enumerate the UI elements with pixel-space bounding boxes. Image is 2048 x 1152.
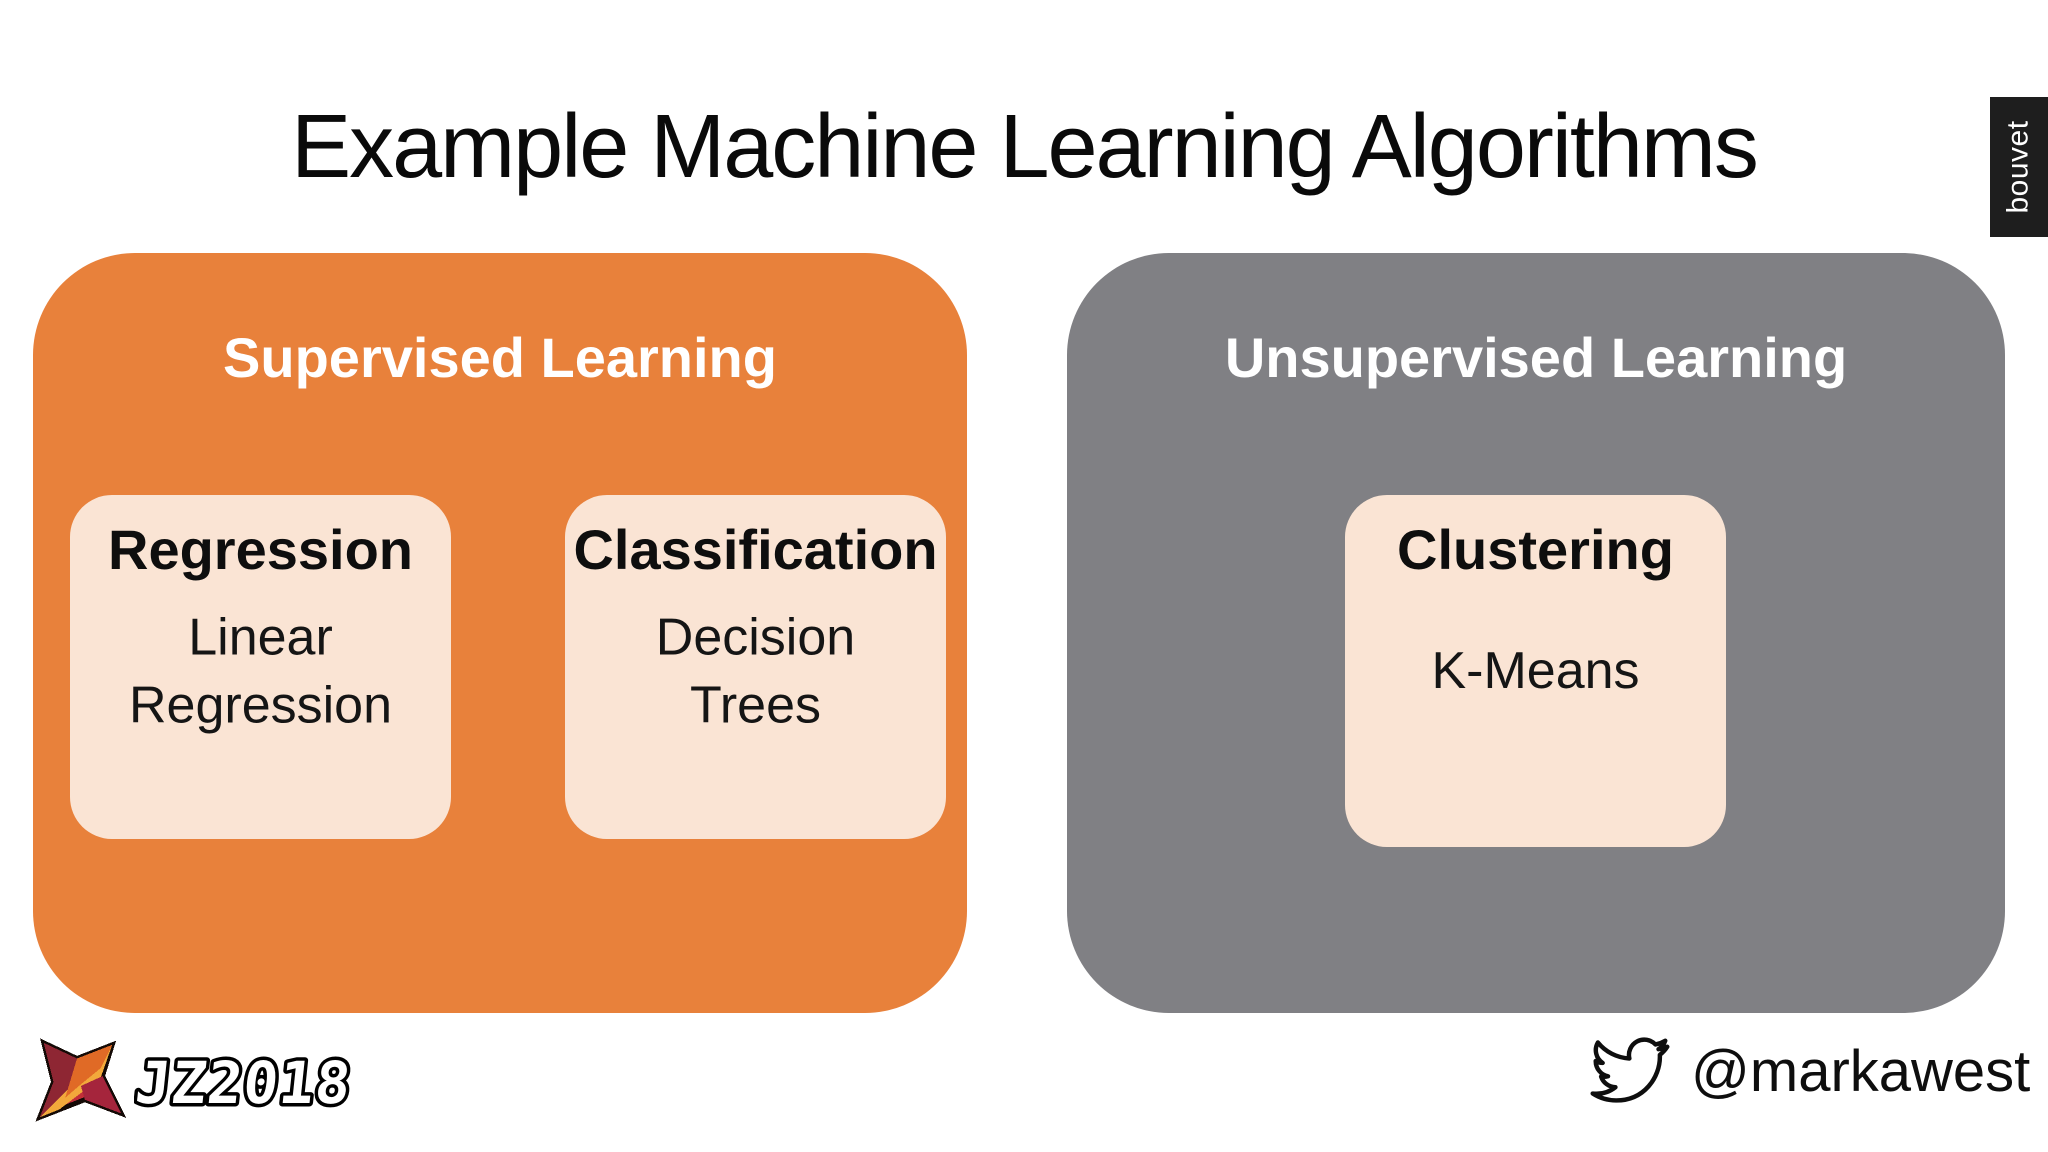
- jz2018-logo: JZ2018: [28, 1038, 386, 1128]
- classification-card-body: Decision Trees: [655, 608, 856, 734]
- supervised-learning-heading: Supervised Learning: [223, 326, 777, 389]
- clustering-card-title: Clustering: [1397, 518, 1674, 581]
- twitter-credit: @markawest: [1585, 1030, 2030, 1112]
- pixel-star-icon: [28, 1038, 126, 1128]
- jz2018-wordmark: JZ2018: [134, 1043, 386, 1123]
- regression-card: Regression Linear Regression: [70, 495, 451, 839]
- page-title: Example Machine Learning Algorithms: [291, 97, 1759, 197]
- unsupervised-learning-heading: Unsupervised Learning: [1224, 326, 1848, 389]
- regression-card-title: Regression: [108, 518, 413, 581]
- twitter-bird-icon: [1585, 1030, 1673, 1112]
- bouvet-logo-badge: bouvet: [1990, 97, 2048, 237]
- regression-card-body: Linear Regression: [128, 608, 393, 734]
- clustering-card-body: K-Means: [1431, 642, 1640, 701]
- clustering-card: Clustering K-Means: [1345, 495, 1726, 847]
- unsupervised-learning-group: Unsupervised Learning Clustering K-Means: [1067, 253, 2005, 1013]
- twitter-handle: @markawest: [1691, 1038, 2031, 1104]
- bouvet-logo-label: bouvet: [2002, 120, 2036, 214]
- svg-text:JZ2018: JZ2018: [134, 1049, 355, 1117]
- supervised-learning-group: Supervised Learning Regression Linear Re…: [33, 253, 967, 1013]
- classification-card: Classification Decision Trees: [565, 495, 946, 839]
- classification-card-title: Classification: [573, 518, 938, 581]
